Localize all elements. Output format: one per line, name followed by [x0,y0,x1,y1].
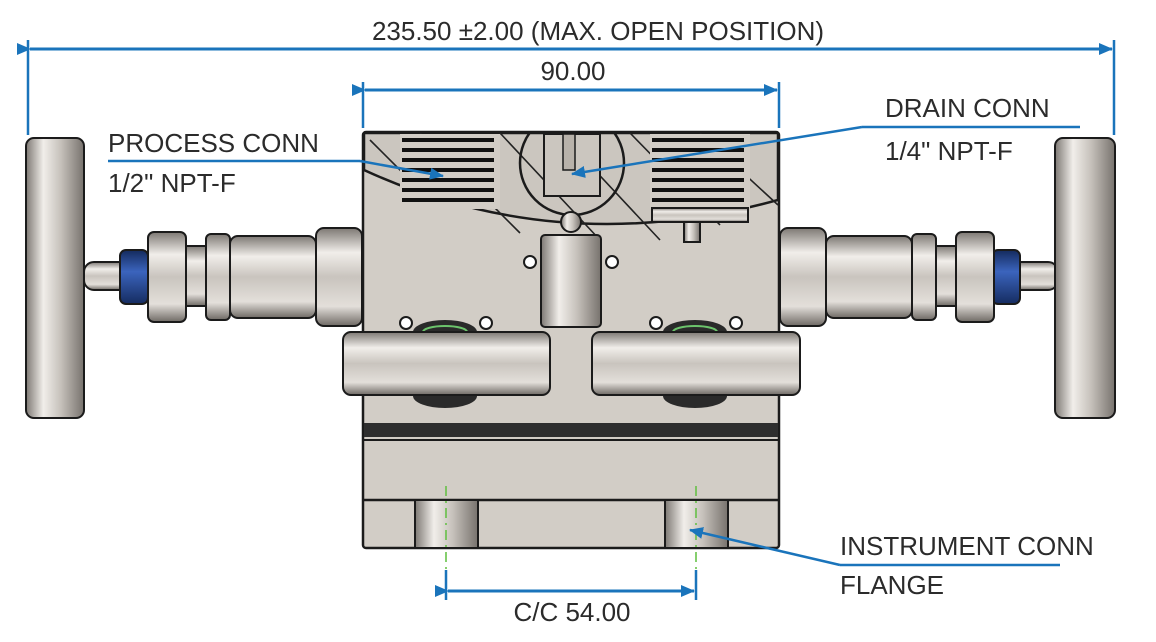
left-valve-handle [25,137,363,419]
left-blue-cap [119,249,149,305]
right-valve-handle [779,137,1116,419]
process-conn-label: PROCESS CONN [108,128,319,158]
right-blue-cap [991,249,1021,305]
center-to-center-label: C/C 54.00 [513,597,630,627]
instrument-conn-type: FLANGE [840,570,944,600]
instrument-conn-callout: INSTRUMENT CONN FLANGE [689,527,1094,600]
process-conn-callout: PROCESS CONN 1/2" NPT-F [108,128,444,198]
center-to-center-dimension: C/C 54.00 [435,570,698,627]
body-width-dimension: 90.00 [352,56,781,128]
overall-dimension: 235.50 ±2.00 (MAX. OPEN POSITION) [17,16,1116,135]
drain-conn-callout: DRAIN CONN 1/4" NPT-F [571,93,1080,178]
drain-conn-label: DRAIN CONN [885,93,1050,123]
body-width-label: 90.00 [540,56,605,86]
drain-conn-size: 1/4" NPT-F [885,136,1013,166]
process-conn-size: 1/2" NPT-F [108,168,236,198]
manifold-body [342,130,801,550]
instrument-conn-label: INSTRUMENT CONN [840,531,1094,561]
overall-dimension-label: 235.50 ±2.00 (MAX. OPEN POSITION) [372,16,824,46]
